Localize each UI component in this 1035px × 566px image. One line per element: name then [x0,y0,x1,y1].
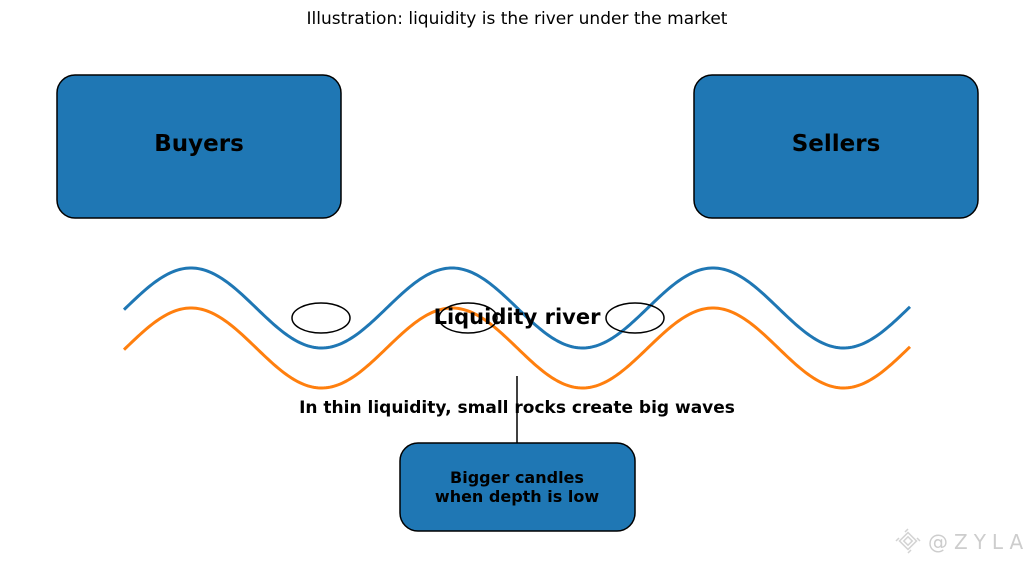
diagram-title: Illustration: liquidity is the river und… [307,9,728,29]
buyers-box-shape [56,74,342,219]
liquidity-wave-top [122,266,912,350]
rock-3 [605,302,665,334]
buyers-box: Buyers [56,74,342,219]
rock-1 [291,302,351,334]
sellers-label: Sellers [792,131,881,157]
bottom-box: Bigger candles when depth is low [399,442,636,532]
watermark-text: @ZYLA [928,530,1029,554]
bottom-box-shape [399,442,636,532]
sellers-box-shape [693,74,979,219]
buyers-label: Buyers [154,131,244,157]
watermark: @ZYLA [895,528,1029,554]
watermark-logo-icon [895,528,921,554]
sellers-box: Sellers [693,74,979,219]
river-label: Liquidity river [434,305,602,329]
bottom-box-line1: Bigger candles [450,468,584,487]
liquidity-wave-bottom [122,306,912,390]
rock-2 [438,302,498,334]
bottom-box-line2: when depth is low [435,487,599,506]
